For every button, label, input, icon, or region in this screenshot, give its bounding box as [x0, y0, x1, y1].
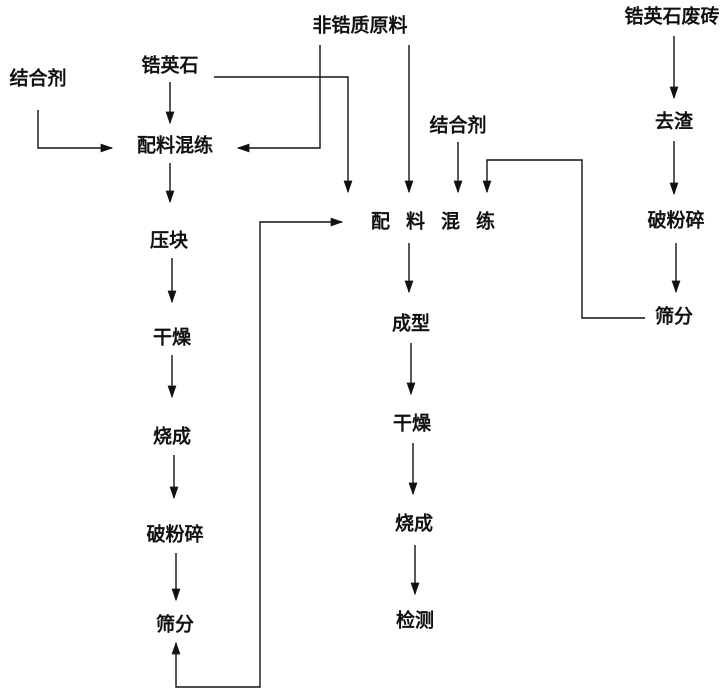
arrow-recycle-to-mix-main — [171, 217, 344, 688]
label-crush-right: 破粉碎 — [647, 209, 705, 232]
label-dry-left: 干燥 — [152, 326, 192, 349]
arrow-nonzircon-to-mix-left — [236, 45, 321, 153]
label-remove-slag: 去渣 — [654, 110, 694, 133]
arrow-sieve-right-to-mix-main — [482, 159, 645, 319]
label-crush-left: 破粉碎 — [146, 523, 204, 546]
label-forming: 成型 — [391, 312, 431, 335]
label-inspect: 检测 — [395, 609, 435, 632]
label-zircon: 锆英石 — [141, 54, 199, 77]
label-binder-left: 结合剂 — [9, 67, 67, 90]
arrow-zircon-to-mix-main — [214, 76, 353, 194]
label-mix-main: 配料混练 — [370, 210, 512, 233]
arrow-binder-to-mix-left — [37, 110, 114, 153]
label-nonzircon: 非锆质原料 — [312, 14, 408, 37]
label-fire-mid: 烧成 — [394, 512, 434, 535]
label-binder-mid: 结合剂 — [429, 114, 487, 137]
label-sieve-left: 筛分 — [155, 613, 195, 636]
label-fire-left: 烧成 — [152, 425, 192, 448]
label-sieve-right: 筛分 — [654, 305, 694, 328]
label-press-block: 压块 — [149, 229, 189, 252]
label-zircon-waste: 锆英石废砖 — [624, 5, 720, 28]
label-dry-mid: 干燥 — [392, 412, 432, 435]
label-mix-left: 配料混练 — [136, 134, 214, 157]
